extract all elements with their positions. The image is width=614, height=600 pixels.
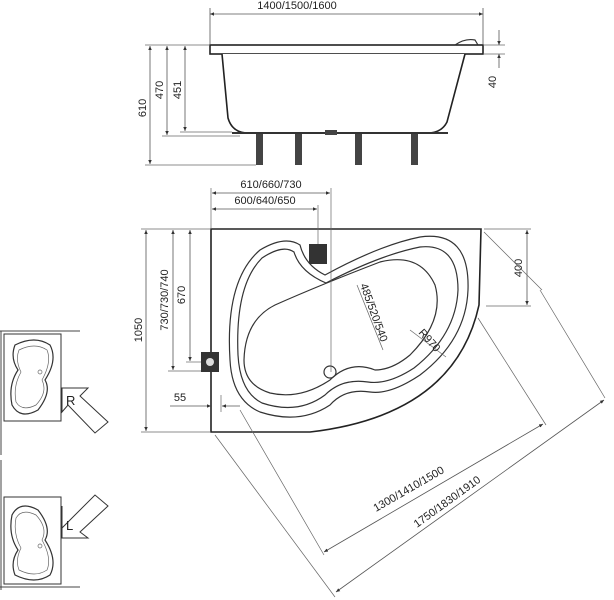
- height-inner: 451: [172, 81, 184, 99]
- height-total: 610: [137, 99, 149, 117]
- tub-rim: [209, 44, 484, 55]
- width-inner: 600/640/650: [234, 195, 295, 207]
- tub-outline: [210, 228, 482, 433]
- depth-total: 1050: [133, 318, 145, 342]
- variant-right: R: [0, 330, 109, 455]
- basin-floor: [243, 259, 438, 396]
- variant-left-label: L: [66, 518, 73, 533]
- arrow-right-variant-icon: [61, 387, 109, 434]
- side-view: 1400/1500/1600 610 470 451 40: [137, 0, 505, 166]
- drain: [323, 365, 337, 379]
- top-view: 610/660/730 600/640/650 1050 730/730/740…: [133, 179, 606, 598]
- tub-legs: [256, 130, 418, 165]
- variant-right-label: R: [66, 393, 75, 408]
- faucet-icon: [309, 244, 327, 264]
- corner-cut: 400: [513, 259, 525, 277]
- variant-left: L: [0, 460, 109, 590]
- arrow-left-variant-icon: [61, 494, 109, 539]
- height-rim: 470: [154, 81, 166, 99]
- offset-dimension: 55: [174, 392, 186, 404]
- tub-body: [221, 53, 466, 134]
- rim-thickness: 40: [487, 76, 499, 88]
- basin-rim: [228, 235, 469, 418]
- width-outer: 610/660/730: [240, 179, 301, 191]
- depth-a: 730/730/740: [159, 269, 171, 330]
- depth-b: 670: [176, 286, 188, 304]
- length-dimension: 1400/1500/1600: [257, 0, 337, 12]
